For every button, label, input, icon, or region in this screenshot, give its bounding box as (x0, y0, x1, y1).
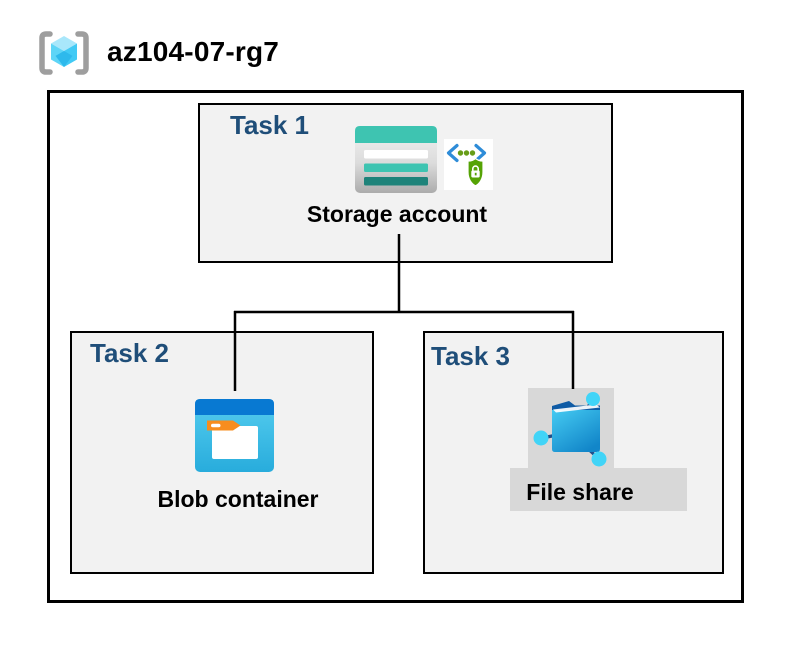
blob-container-icon (195, 399, 274, 472)
storage-account-icon (355, 126, 437, 193)
task3-label: Task 3 (431, 341, 511, 371)
file-share-label-background (510, 468, 687, 511)
task1-label: Task 1 (230, 110, 310, 140)
resource-group-title: az104-07-rg7 (107, 36, 280, 67)
task2-label: Task 2 (90, 338, 170, 368)
secure-endpoint-icon (444, 139, 493, 190)
resource-group-icon (39, 31, 89, 75)
file-share-caption: File share (526, 479, 634, 505)
storage-account-caption: Storage account (306, 201, 488, 227)
blob-container-caption: Blob container (157, 486, 319, 512)
file-share-icon (533, 392, 607, 467)
